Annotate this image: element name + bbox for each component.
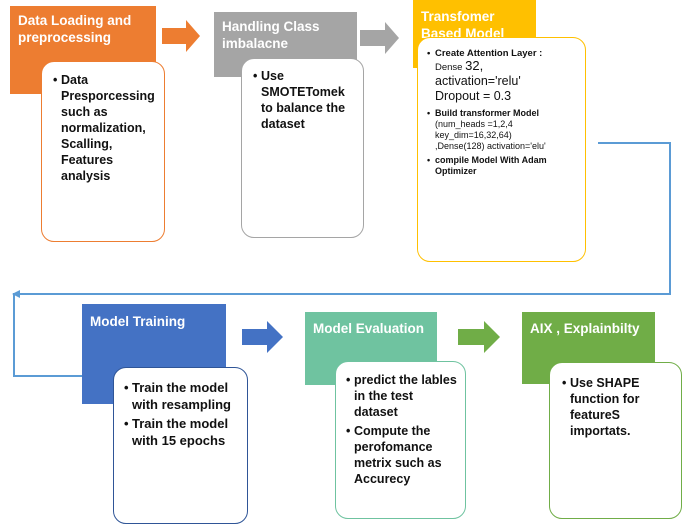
dense-elu-line: ,Dense(128) activation='elu' [435, 141, 546, 151]
evaluation-bullet-metrics: Compute the perofomance metrix such as A… [346, 423, 459, 487]
arrow-step5-to-step6 [458, 321, 500, 353]
num-heads-line: (num_heads =1,2,4 [435, 119, 513, 129]
step-training-title: Model Training [90, 314, 186, 329]
key-dim-line: key_dim=16,32,64) [435, 130, 512, 140]
transformer-bullet-build: Build transformer Model (num_heads =1,2,… [427, 108, 579, 152]
dense-label: Dense [435, 62, 463, 73]
wrap-connector-arrowhead [12, 290, 20, 298]
class-imbalance-bullet: Use SMOTETomek to balance the dataset [253, 68, 355, 132]
aix-bullet-shape: Use SHAPE function for featureS importat… [562, 375, 675, 439]
data-loading-bullet: Data Presporcessing such as normalizatio… [53, 72, 156, 184]
step-data-loading-card: Data Presporcessing such as normalizatio… [41, 61, 165, 242]
transformer-bullet-attention: Create Attention Layer : Dense 32, activ… [427, 48, 579, 104]
step-class-imbalance-title: Handling Class imbalacne [222, 19, 320, 51]
step-training-card: Train the model with resampling Train th… [113, 367, 248, 524]
dropout-value: Dropout = 0.3 [435, 89, 512, 103]
training-bullet-epochs: Train the model with 15 epochs [124, 415, 241, 449]
step-aix-card: Use SHAPE function for featureS importat… [549, 362, 682, 519]
step-evaluation-title: Model Evaluation [313, 321, 425, 336]
dense-value: 32, [465, 58, 484, 73]
arrow-step2-to-step3 [360, 22, 399, 54]
step-data-loading-title: Data Loading and preprocessing [18, 13, 132, 45]
training-bullet-resampling: Train the model with resampling [124, 379, 241, 413]
step-evaluation-header: Model Evaluation [305, 312, 437, 385]
evaluation-bullet-predict: predict the lables in the test dataset [346, 372, 459, 420]
arrow-step1-to-step2 [162, 20, 200, 52]
step-class-imbalance-card: Use SMOTETomek to balance the dataset [241, 58, 364, 238]
attention-layer-label: Create Attention Layer : [435, 48, 543, 59]
arrow-step4-to-step5 [242, 321, 283, 353]
wrap-connector-line [13, 142, 671, 377]
step-transformer-card: Create Attention Layer : Dense 32, activ… [417, 37, 586, 262]
step-aix-title: AIX , Explainbilty [530, 321, 640, 336]
step-evaluation-card: predict the lables in the test dataset C… [335, 361, 466, 519]
activation-relu: activation='relu' [435, 74, 521, 88]
transformer-bullet-compile: compile Model With Adam Optimizer [427, 155, 579, 177]
build-model-label: Build transformer Model [435, 108, 540, 118]
